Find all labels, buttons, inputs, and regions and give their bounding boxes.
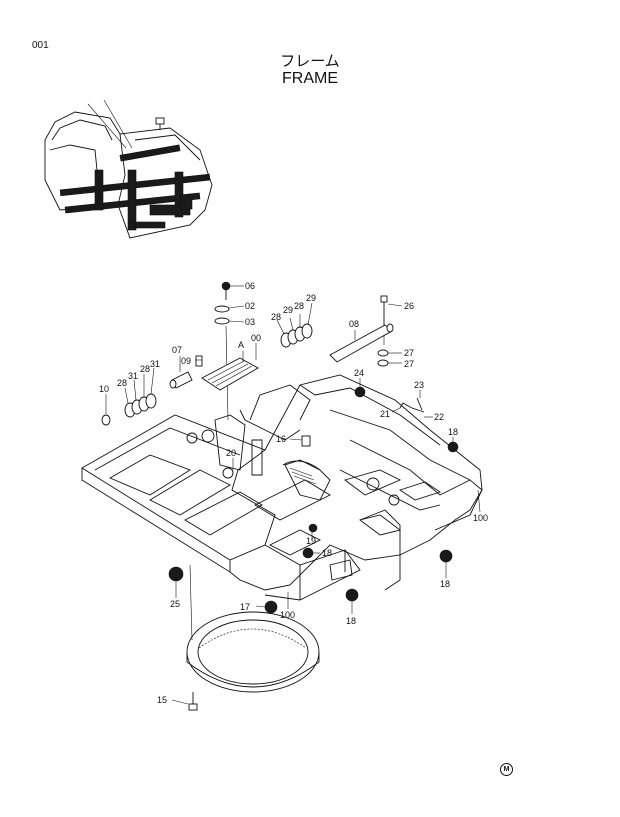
callout-17: 17	[240, 602, 250, 612]
callout-100: 100	[473, 513, 488, 523]
callout-23: 23	[414, 380, 424, 390]
manufacturer-logo-icon: M	[500, 763, 513, 776]
callout-28: 28	[271, 312, 281, 322]
callout-10: 10	[99, 384, 109, 394]
view-marker: A	[238, 340, 244, 350]
callout-08: 08	[349, 319, 359, 329]
callout-18: 18	[322, 548, 332, 558]
callout-25: 25	[170, 599, 180, 609]
callout-03: 03	[245, 317, 255, 327]
callout-18: 18	[346, 616, 356, 626]
main-frame	[81, 374, 483, 601]
callout-29: 29	[306, 293, 316, 303]
callout-18: 18	[448, 427, 458, 437]
callout-20: 20	[226, 448, 236, 458]
parts-group: A	[101, 281, 459, 711]
callout-00: 00	[251, 333, 261, 343]
callout-22: 22	[434, 412, 444, 422]
callout-28: 28	[117, 378, 127, 388]
page-number: 001	[32, 40, 49, 51]
callout-07: 07	[172, 345, 182, 355]
callout-27: 27	[404, 348, 414, 358]
callout-16: 16	[276, 434, 286, 444]
callout-19: 19	[306, 536, 316, 546]
leader-lines	[105, 285, 481, 705]
callout-31: 31	[128, 371, 138, 381]
callout-27: 27	[404, 359, 414, 369]
callout-31: 31	[150, 359, 160, 369]
callout-18: 18	[440, 579, 450, 589]
callout-15: 15	[157, 695, 167, 705]
excavator-thumbnail	[44, 99, 213, 239]
callout-26: 26	[404, 301, 414, 311]
page-title: FRAME	[282, 70, 338, 87]
callout-21: 21	[380, 409, 390, 419]
callout-29: 29	[283, 305, 293, 315]
page-title-japanese: フレーム	[280, 52, 340, 70]
callout-09: 09	[181, 356, 191, 366]
callout-labels: 06 02 03 26 28 29 28 29 08 27 27 07 09 0…	[99, 281, 488, 705]
callout-06: 06	[245, 281, 255, 291]
callout-02: 02	[245, 301, 255, 311]
callout-28: 28	[294, 301, 304, 311]
callout-28: 28	[140, 364, 150, 374]
callout-24: 24	[354, 368, 364, 378]
callout-100: 100	[280, 610, 295, 620]
